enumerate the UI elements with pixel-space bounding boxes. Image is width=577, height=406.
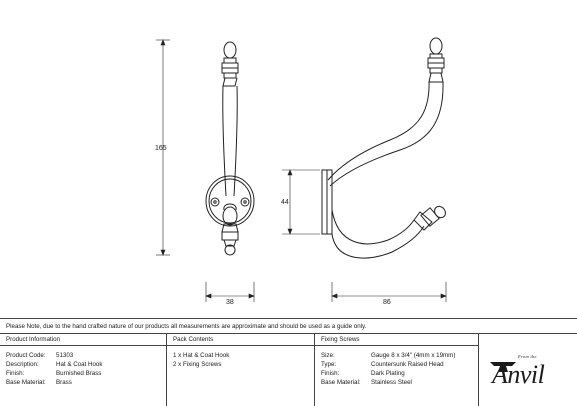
fixing-screw-row: Finish: Dark Plating — [315, 369, 478, 378]
pack-item: 2 x Fixing Screws — [173, 361, 222, 368]
dim-44-label: 44 — [281, 199, 289, 206]
pack-contents-column: Pack Contents 1 x Hat & Coat Hook 2 x Fi… — [166, 334, 314, 406]
fixing-screw-row: Type: Countersunk Raised Head — [315, 360, 478, 369]
product-information-header: Product Information — [0, 334, 166, 346]
measurement-note: Please Note, due to the hand crafted nat… — [0, 318, 577, 334]
row-value: Stainless Steel — [371, 379, 412, 386]
row-value: Dark Plating — [371, 370, 405, 377]
row-value: Countersunk Raised Head — [371, 361, 444, 368]
info-table: Product Information Product Code: 51303 … — [0, 334, 577, 406]
row-value: Gauge 8 x 3/4" (4mm x 19mm) — [371, 352, 456, 359]
dimension-projection — [331, 282, 447, 302]
logo-column — [478, 334, 577, 406]
dimension-width-front — [205, 282, 255, 302]
dim-38-label: 38 — [226, 299, 234, 306]
row-label: Product Code: — [6, 352, 46, 359]
product-information-column: Product Information Product Code: 51303 … — [0, 334, 166, 406]
hook-drawing: 165 38 — [155, 37, 447, 306]
dim-165-label: 165 — [155, 145, 167, 152]
fixing-screw-row: Size: Gauge 8 x 3/4" (4mm x 19mm) — [315, 351, 478, 360]
fixing-screws-header: Fixing Screws — [315, 334, 478, 346]
dimension-height — [156, 39, 170, 256]
pack-item: 1 x Hat & Coat Hook — [173, 352, 230, 359]
fixing-screw-row: Base Material: Stainless Steel — [315, 378, 478, 387]
row-label: Description: — [6, 361, 39, 368]
row-label: Finish: — [321, 370, 340, 377]
row-label: Base Material: — [6, 379, 46, 386]
pack-contents-header: Pack Contents — [167, 334, 314, 346]
row-value: 51303 — [56, 352, 74, 359]
row-label: Base Material: — [321, 379, 361, 386]
anvil-logo-icon — [490, 362, 516, 372]
product-info-row: Base Material: Brass — [0, 378, 166, 387]
product-info-row: Finish: Burnished Brass — [0, 369, 166, 378]
row-label: Size: — [321, 352, 335, 359]
dim-86-label: 86 — [383, 299, 391, 306]
row-label: Type: — [321, 361, 337, 368]
product-info-row: Description: Hat & Coat Hook — [0, 360, 166, 369]
fixing-screws-column: Fixing Screws Size: Gauge 8 x 3/4" (4mm … — [314, 334, 478, 406]
logo-brand: Anvil — [492, 360, 545, 389]
row-value: Hat & Coat Hook — [56, 361, 103, 368]
logo-tagline: From the — [518, 354, 537, 359]
row-value: Burnished Brass — [56, 370, 102, 377]
dimension-plate-height — [282, 169, 320, 235]
row-value: Brass — [56, 379, 72, 386]
product-info-row: Product Code: 51303 — [0, 351, 166, 360]
front-view — [205, 41, 255, 256]
row-label: Finish: — [6, 370, 25, 377]
side-view — [321, 37, 446, 259]
